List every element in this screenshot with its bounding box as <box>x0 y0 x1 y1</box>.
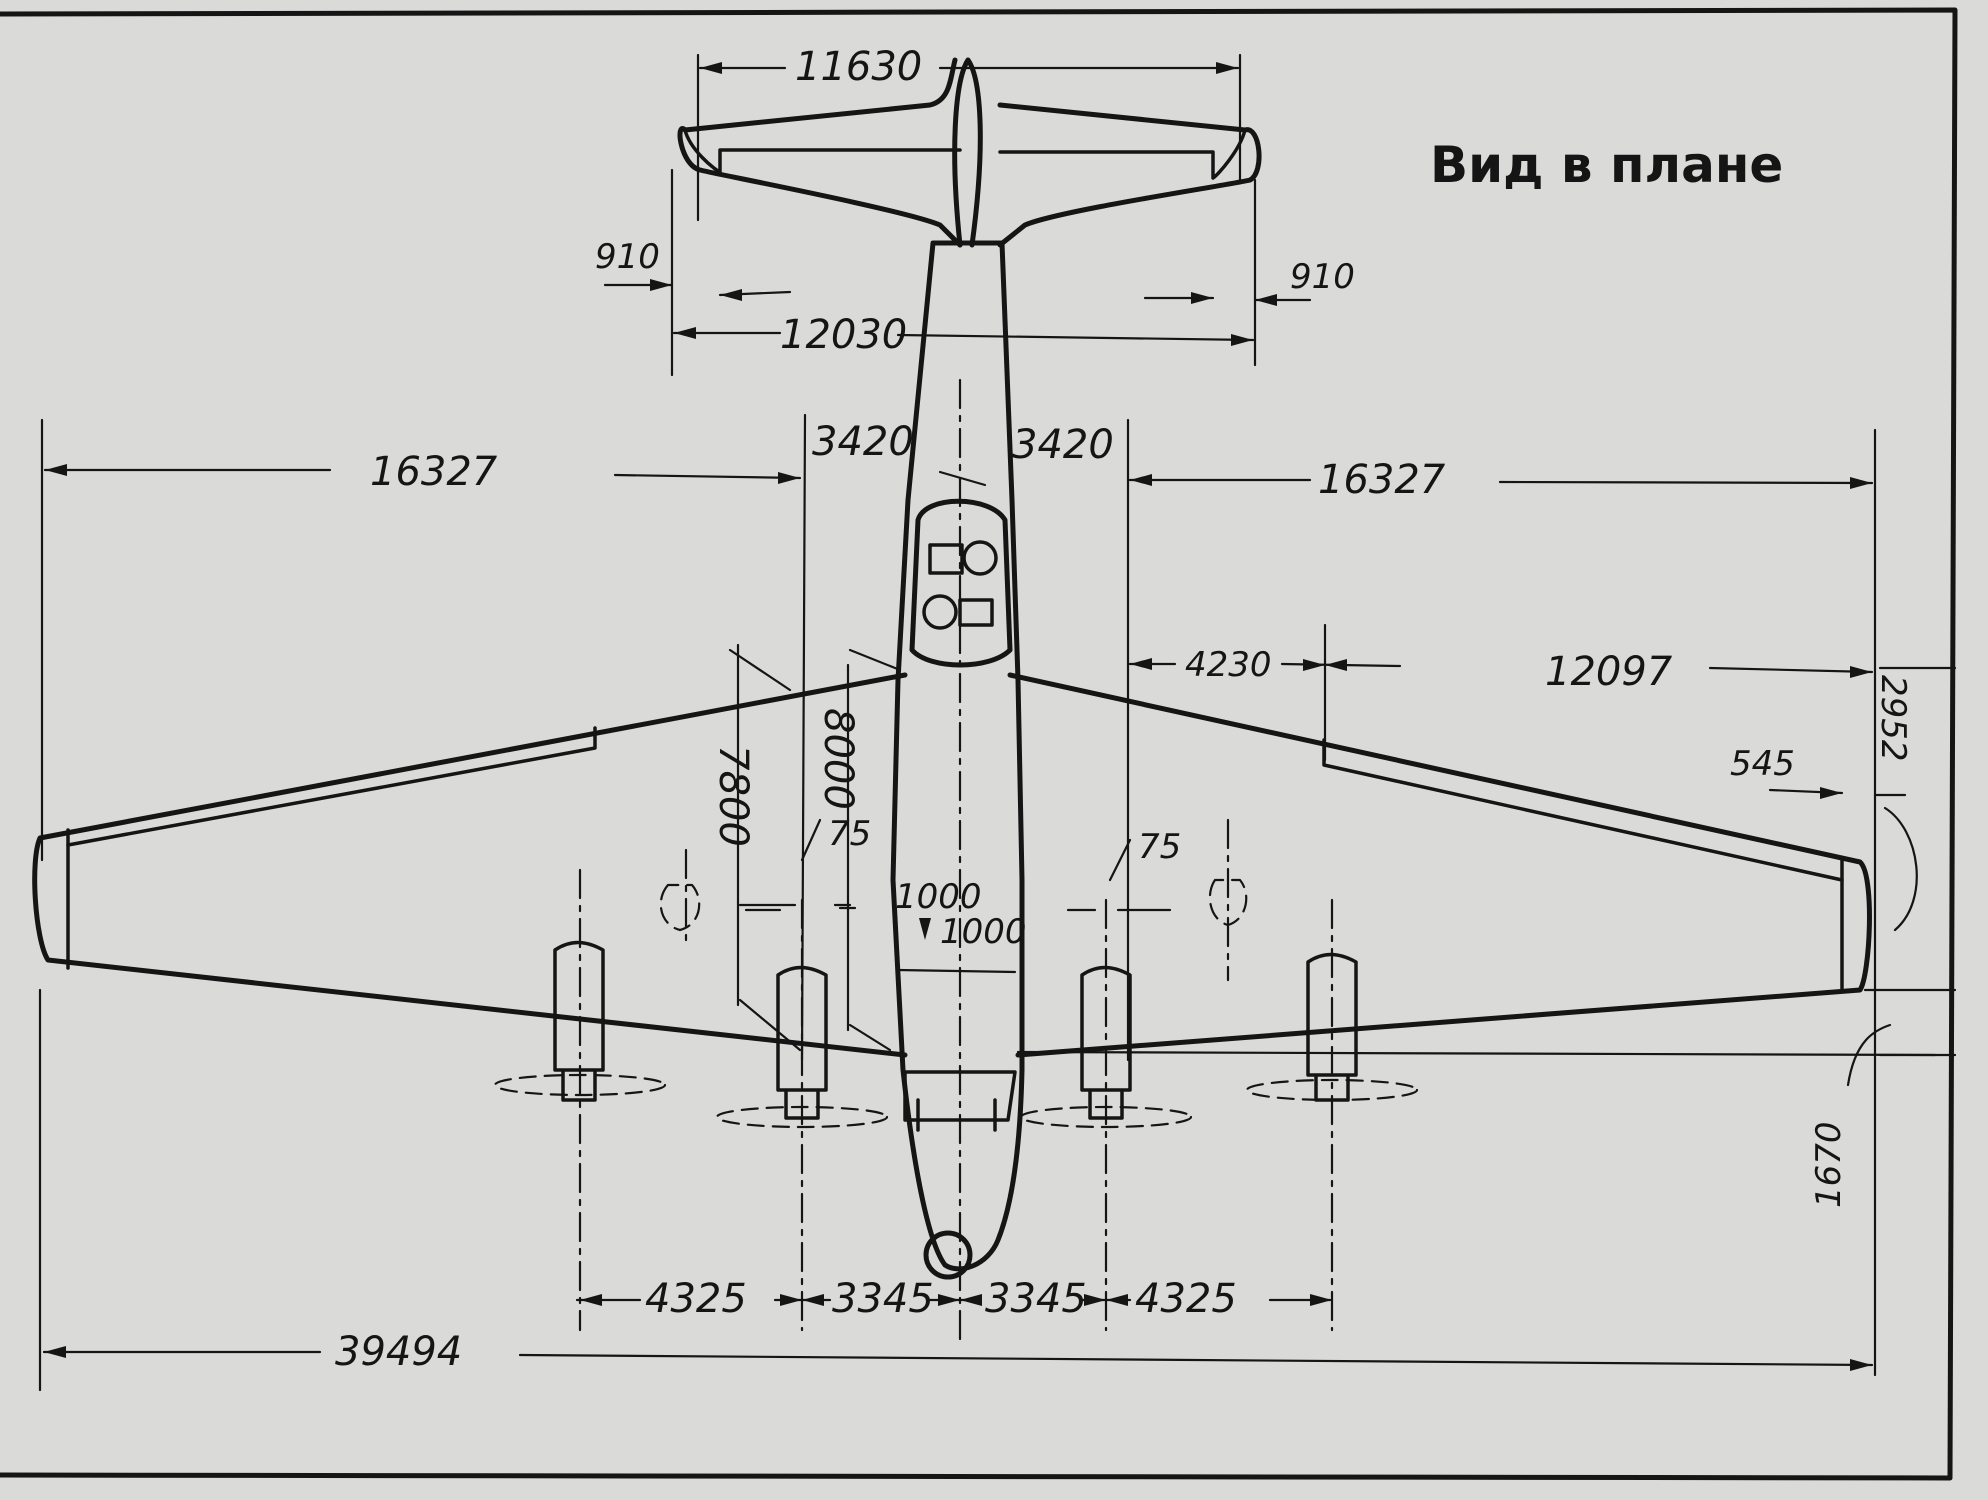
dim-tail-span: 11630 <box>795 44 922 90</box>
dim-fuselage-a: 1000 <box>895 877 982 917</box>
dim-engine-3: 3345 <box>985 1276 1087 1322</box>
dim-center-left: 3420 <box>812 419 914 465</box>
dim-fuselage-b: 1000 <box>940 912 1027 952</box>
dim-stab-tip-right: 910 <box>1290 257 1355 297</box>
dim-total-span: 39494 <box>335 1329 462 1375</box>
dim-engine-4: 4325 <box>1135 1276 1237 1322</box>
drawing-title: Вид в плане <box>1430 136 1783 194</box>
dim-half-span-right: 16327 <box>1318 457 1446 503</box>
dim-tip-right-b: 1670 <box>1809 1121 1849 1208</box>
center-lines <box>578 378 1334 1342</box>
dim-center-right: 3420 <box>1012 422 1114 468</box>
dim-engine-2: 3345 <box>832 1276 934 1322</box>
dim-nacelle-offset: 4230 <box>1185 645 1272 685</box>
dim-stab-span: 12030 <box>780 312 907 358</box>
wing <box>32 672 1937 1058</box>
frame-border <box>0 7 1958 1481</box>
dim-nacelle-right: 75 <box>1138 827 1181 867</box>
dim-half-span-left: 16327 <box>370 449 498 495</box>
dim-nacelle-left: 75 <box>828 814 871 854</box>
dimension-labels: 11630 12030 910 910 16327 16327 3420 342… <box>335 44 1913 1375</box>
horizontal-stabilizer <box>677 57 1262 248</box>
dim-outer-panel: 12097 <box>1545 649 1673 695</box>
dim-root-line-a: 7800 <box>710 745 756 847</box>
dim-tip-chord: 545 <box>1730 744 1795 784</box>
dim-tip-right-a: 2952 <box>1873 675 1913 762</box>
dim-stab-tip-left: 910 <box>595 237 660 277</box>
fuselage <box>890 240 1025 1280</box>
dimension-lines <box>38 53 1957 1392</box>
dim-engine-1: 4325 <box>645 1276 747 1322</box>
dim-root-line-b: 8000 <box>815 708 861 810</box>
